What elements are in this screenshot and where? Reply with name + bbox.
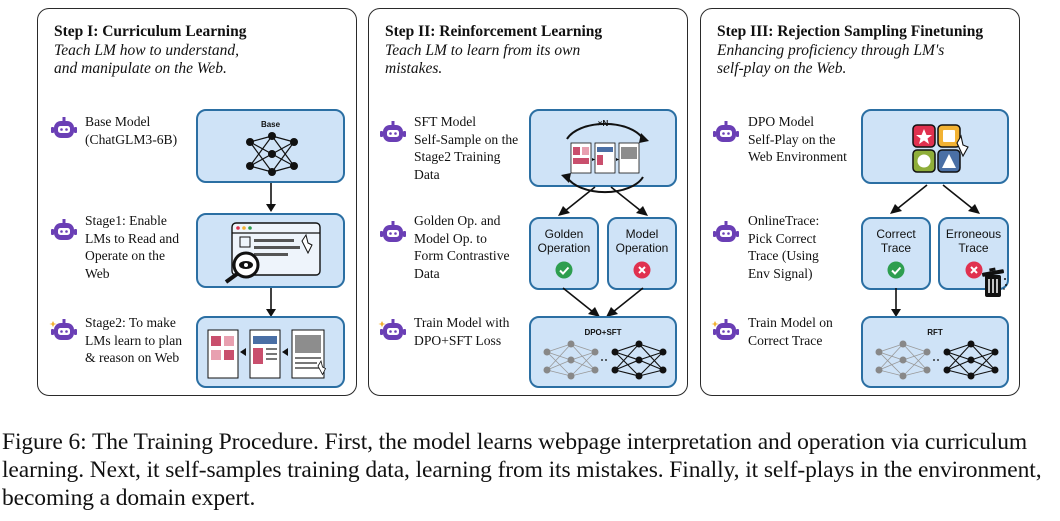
robot-icon — [711, 319, 739, 340]
merge-arrows-1 — [562, 287, 644, 317]
stage2-box — [196, 316, 345, 388]
rft-box: RFT — [861, 316, 1009, 388]
row-text-online-trace: OnlineTrace: Pick Correct Trace (Using E… — [748, 213, 820, 281]
cross-icon — [633, 261, 651, 279]
two-networks-icon — [875, 340, 999, 380]
branch-arrows-2 — [890, 184, 980, 214]
robot-icon — [713, 121, 739, 142]
webpages-sequence-icon — [207, 329, 327, 379]
self-sample-box: ×N ▸▸ — [529, 109, 677, 194]
robot-icon — [49, 319, 77, 340]
row-text-stage2: Stage2: To make LMs learn to plan & reas… — [85, 315, 183, 365]
check-icon — [887, 261, 905, 279]
robot-icon — [713, 221, 739, 242]
svg-text:▸: ▸ — [592, 156, 595, 163]
check-icon — [555, 261, 573, 279]
panel-title: Step I: Curriculum Learning — [54, 23, 247, 40]
correct-trace-box: Correct Trace — [861, 217, 931, 290]
neural-network-icon — [246, 132, 298, 176]
arrow-down-2 — [266, 288, 276, 317]
branch-arrows-1 — [558, 186, 648, 216]
panel-subtitle: Teach LM to learn from its own mistakes. — [385, 42, 581, 77]
row-text-dpo-model: DPO Model Self-Play on the Web Environme… — [748, 114, 847, 164]
panel-rejection-sampling: Step III: Rejection Sampling Finetuning … — [700, 8, 1020, 396]
cross-icon — [965, 261, 983, 279]
erroneous-trace-label: Erroneous Trace — [945, 227, 1002, 255]
panel-title: Step II: Reinforcement Learning — [385, 23, 603, 40]
panel-reinforcement-learning: Step II: Reinforcement Learning Teach LM… — [368, 8, 688, 396]
base-label: Base — [260, 120, 281, 129]
robot-icon — [378, 319, 406, 340]
panel-subtitle: Enhancing proficiency through LM's self-… — [717, 42, 945, 77]
row-text-dpo-sft: Train Model with DPO+SFT Loss — [414, 315, 510, 348]
sampling-cycle-icon: ▸▸ — [561, 122, 649, 194]
panel-curriculum-learning: Step I: Curriculum Learning Teach LM how… — [37, 8, 357, 396]
model-operation-label: Model Operation — [615, 227, 669, 255]
base-model-box: Base — [196, 109, 345, 183]
figure-caption: Figure 6: The Training Procedure. First,… — [2, 429, 1042, 511]
robot-icon — [51, 219, 77, 240]
golden-operation-label: Golden Operation — [537, 227, 591, 255]
game-shapes-icon — [912, 124, 969, 173]
dpo-sft-label: DPO+SFT — [584, 328, 622, 337]
row-text-rft: Train Model on Correct Trace — [748, 315, 833, 348]
robot-icon — [380, 221, 406, 242]
model-operation-box: Model Operation — [607, 217, 677, 290]
row-text-sft-model: SFT Model Self-Sample on the Stage2 Trai… — [414, 114, 519, 182]
dpo-sft-box: DPO+SFT — [529, 316, 677, 388]
two-networks-icon — [543, 340, 667, 380]
row-text-base-model: Base Model (ChatGLM3-6B) — [85, 114, 178, 147]
robot-icon — [380, 121, 406, 142]
trash-icon — [981, 267, 1007, 297]
row-text-stage1: Stage1: Enable LMs to Read and Operate o… — [85, 213, 180, 281]
panel-subtitle: Teach LM how to understand, and manipula… — [54, 42, 240, 77]
panel-title: Step III: Rejection Sampling Finetuning — [717, 23, 984, 40]
stage1-box — [196, 213, 345, 288]
correct-trace-label: Correct Trace — [876, 227, 916, 255]
rft-label: RFT — [927, 328, 943, 337]
golden-operation-box: Golden Operation — [529, 217, 599, 290]
arrow-down-1 — [266, 183, 276, 212]
arrow-down-3 — [891, 288, 901, 317]
self-play-box — [861, 109, 1009, 184]
robot-icon — [51, 117, 77, 138]
webpage-magnifier-icon — [224, 222, 321, 284]
row-text-contrastive: Golden Op. and Model Op. to Form Contras… — [414, 213, 510, 281]
svg-text:▸: ▸ — [616, 156, 619, 163]
